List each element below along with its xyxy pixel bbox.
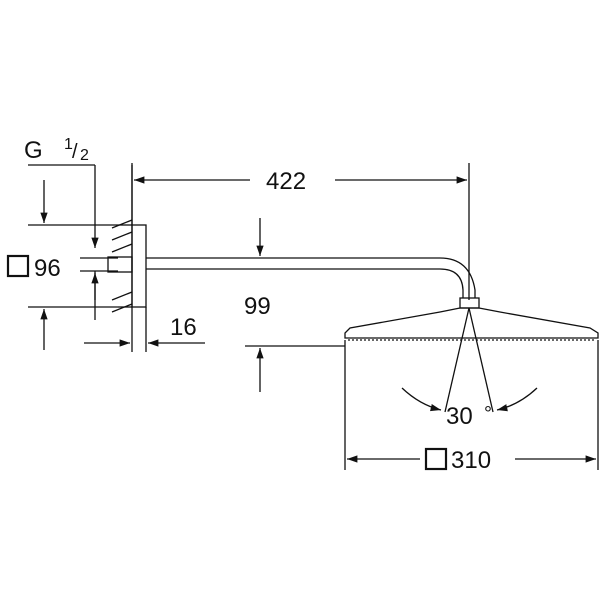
drop-height-dimension — [245, 218, 345, 392]
thread-label-den: 2 — [80, 147, 89, 164]
drop-height-label: 99 — [244, 293, 271, 320]
flange-thickness-label: 16 — [170, 314, 197, 341]
shower-head — [344, 307, 599, 341]
tilt-unit-label: ° — [484, 403, 492, 425]
shower-arm — [146, 257, 480, 309]
tilt-angle-label: 30 — [446, 403, 473, 430]
thread-label-slash: / — [72, 141, 78, 163]
tilt-angle-dimension — [401, 307, 538, 413]
flange-thickness-dimension — [84, 307, 205, 352]
thread-label-g: G — [24, 137, 43, 164]
square-symbol — [6, 254, 30, 278]
arm-length-label: 422 — [266, 168, 306, 195]
square-symbol — [424, 447, 448, 471]
head-size-label: 310 — [451, 447, 491, 474]
head-size-dimension — [344, 340, 599, 470]
thread-leader — [28, 164, 99, 248]
flange-size-label: 96 — [34, 255, 61, 282]
arm-length-dimension — [131, 163, 470, 300]
flange-dimension — [28, 180, 118, 350]
thread-label-num: 1 — [64, 136, 73, 153]
